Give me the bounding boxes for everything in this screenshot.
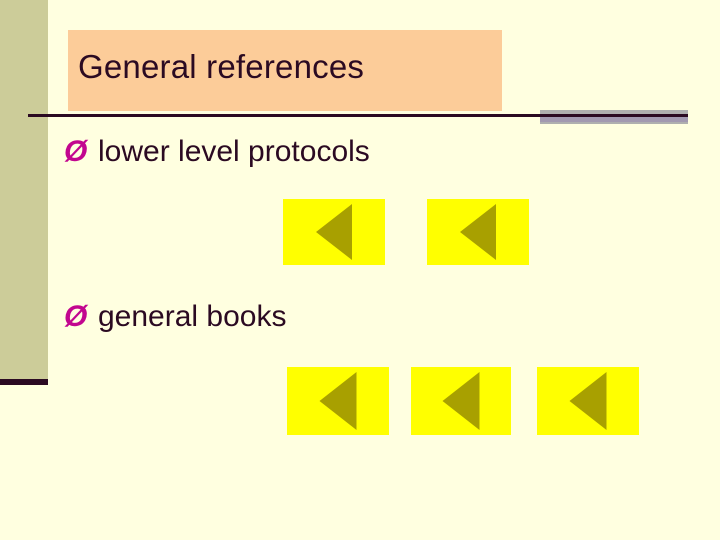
header-rule-accent bbox=[540, 117, 688, 122]
arrow-bullet-icon: Ø bbox=[64, 300, 88, 333]
left-decoration-underline bbox=[0, 379, 48, 385]
bullet-item-general-books: Ø general books bbox=[64, 299, 286, 335]
page-title: General references bbox=[78, 48, 365, 85]
broken-image-placeholder bbox=[537, 367, 639, 435]
title-background-plaque bbox=[68, 30, 502, 111]
broken-image-placeholder bbox=[283, 199, 385, 265]
broken-image-icon bbox=[569, 372, 607, 430]
broken-image-placeholder bbox=[427, 199, 529, 265]
broken-image-icon bbox=[442, 372, 480, 430]
header-divider-rule bbox=[28, 114, 688, 117]
broken-image-placeholder bbox=[411, 367, 511, 435]
broken-image-icon bbox=[319, 372, 357, 430]
bullet-label: lower level protocols bbox=[98, 135, 370, 168]
bullet-item-lower-level-protocols: Ø lower level protocols bbox=[64, 134, 370, 170]
bullet-label: general books bbox=[98, 300, 287, 333]
broken-image-placeholder bbox=[287, 367, 389, 435]
broken-image-icon bbox=[460, 204, 496, 260]
broken-image-icon bbox=[316, 204, 352, 260]
arrow-bullet-icon: Ø bbox=[64, 135, 88, 168]
left-decoration-band bbox=[0, 0, 48, 379]
